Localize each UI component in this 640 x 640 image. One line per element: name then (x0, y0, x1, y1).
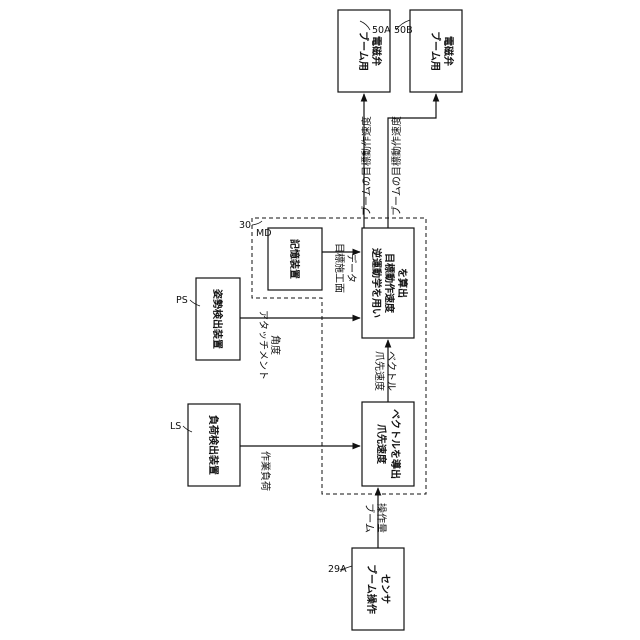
target-speed-a-label: ブームの目標動作速度 (360, 116, 373, 216)
storage-device-block: 記憶装置 (268, 228, 322, 290)
sensor-label-1: ブーム操作 (365, 564, 378, 614)
sensor-ref: 29A (328, 564, 347, 575)
work-load-label: 作業負荷 (259, 451, 272, 491)
operation-amount-label-1: ブーム (363, 503, 376, 533)
storage-label: 記憶装置 (288, 239, 301, 279)
valve-b-label-2: 電磁弁 (442, 36, 455, 66)
valve-a-ref: 50A (372, 25, 391, 36)
valve-a-label-2: 電磁弁 (370, 36, 383, 66)
tip-calc-label-2: ベクトルを導出 (389, 409, 402, 479)
load-ref: LS (170, 421, 181, 432)
valve-b-block: ブーム用 電磁弁 (410, 10, 462, 92)
operation-amount-label-2: 操作量 (375, 503, 388, 533)
attachment-angle-label-2: 角度 (269, 335, 282, 355)
sensor-label-2: センサ (379, 574, 391, 604)
attachment-angle-label-1: アタッチメント (257, 310, 269, 380)
ik-label-3: を算出 (396, 268, 409, 298)
tip-vector-label-2: ベクトル (385, 351, 397, 391)
storage-ref: MD (256, 228, 272, 239)
load-label: 負荷検出装置 (207, 415, 220, 475)
ik-label-2: 目標動作速度 (383, 253, 396, 314)
construction-data-label-1: 目標施工面 (333, 243, 346, 293)
construction-data-label-2: データ (345, 253, 358, 283)
posture-label: 姿勢検出装置 (211, 289, 224, 349)
tip-vector-label-1: 爪先速度 (373, 351, 386, 391)
inverse-kinematics-block: 逆運動学を用い 目標動作速度 を算出 (362, 228, 414, 338)
posture-detector-block: 姿勢検出装置 (196, 278, 240, 360)
tip-velocity-calc-block: 爪先速度 ベクトルを導出 (362, 402, 414, 486)
tip-calc-label-1: 爪先速度 (375, 424, 388, 465)
load-detector-block: 負荷検出装置 (188, 404, 240, 486)
valve-b-label-1: ブーム用 (429, 31, 442, 71)
target-speed-b-label: ブームの目標動作速度 (390, 116, 403, 216)
valve-a-block: ブーム用 電磁弁 (338, 10, 390, 92)
ik-label-1: 逆運動学を用い (370, 248, 383, 318)
operation-sensor-block: ブーム操作 センサ (352, 548, 404, 630)
valve-a-label-1: ブーム用 (357, 31, 370, 71)
valve-b-ref: 50B (394, 25, 413, 36)
posture-ref: PS (176, 295, 188, 306)
controller-ref: 30 (239, 220, 251, 231)
